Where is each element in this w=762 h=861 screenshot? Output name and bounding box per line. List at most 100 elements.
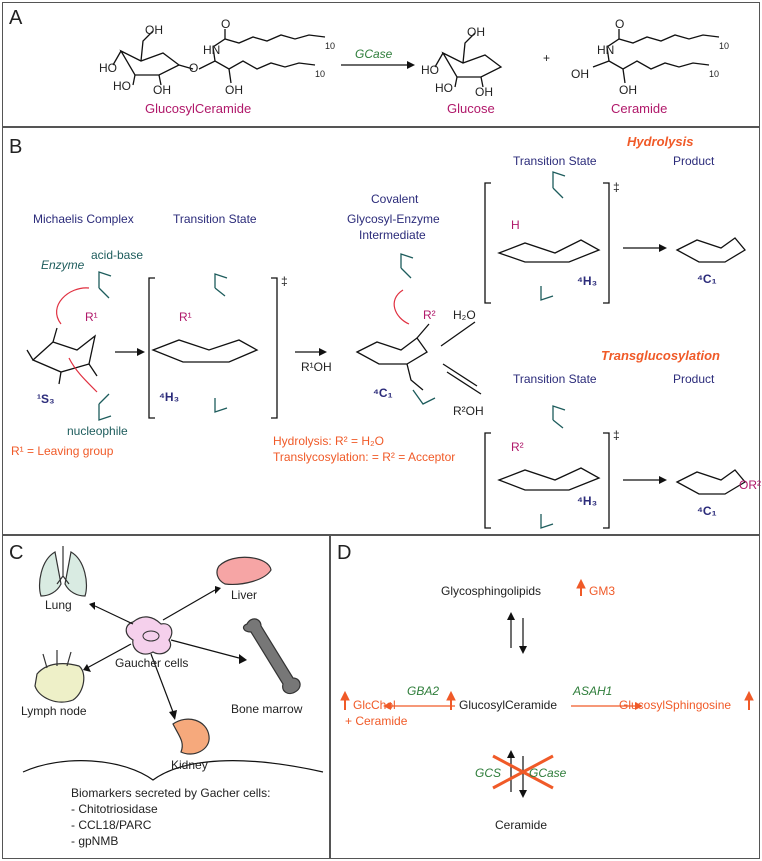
atom-o: O [615,17,625,31]
r1oh-label: R¹OH [301,360,332,374]
atom-oh: OH [145,23,163,37]
h3-label-transg: ⁴H₃ [577,494,598,508]
transly-eq-label: Translycosylation: = R² = Acceptor [273,450,456,464]
biomarker-item: - CCL18/PARC [71,818,152,832]
panel-a-label: A [9,7,23,29]
hydrolysis-eq-label: Hydrolysis: R² = H₂O [273,434,385,448]
ts-dagger-left: ‡ [281,274,288,288]
panel-a: A OH HO HO OH O HN O OH 10 10 Glucosyl [2,2,760,127]
c1-label-transg: ⁴C₁ [697,504,717,518]
atom-hn: HN [203,43,221,57]
hydrolysis-h-label: H [511,218,520,232]
h3-label-hydrolysis: ⁴H₃ [577,274,598,288]
panel-a-structures [112,29,720,88]
s3-label: ¹S₃ [37,392,55,406]
substrate-label: GlucosylCeramide [145,101,252,116]
plus-ceramide-label: + Ceramide [345,714,408,728]
biomarker-item: - Chitotriosidase [71,802,158,816]
atom-ho: HO [421,63,439,77]
asah1-label: ASAH1 [573,684,613,698]
lung-label: Lung [45,598,72,612]
subscript-10: 10 [709,69,720,79]
leaving-group-label: R¹ = Leaving group [11,444,114,458]
glucosylsphingosine-label: GlucosylSphingosine [619,698,732,712]
nucleophile-label: nucleophile [67,424,128,438]
atom-ho: HO [113,79,131,93]
panel-c-label: C [9,542,24,564]
or2-label: OR² [739,478,761,492]
product-label-transg: Product [673,372,715,386]
enzyme-label: GCase [355,47,393,61]
covalent-label-2: Glycosyl-Enzyme [347,212,440,226]
gaucher-label: Gaucher cells [115,656,189,670]
lung-icon [64,551,88,597]
lymph-node-icon [34,663,85,703]
biomarker-item: - gpNMB [71,834,119,848]
acid-base-label: acid-base [91,248,144,262]
product-label-hydrolysis: Product [673,154,715,168]
covalent-label-1: Covalent [371,192,419,206]
h2o-label: H₂O [453,308,476,322]
subscript-10: 10 [315,69,326,79]
c1-label-hydrolysis: ⁴C₁ [697,272,717,286]
panel-b-structures [26,171,746,529]
lung-icon [38,551,62,597]
panel-d: D Glycosphingolipids GM3 [330,535,760,859]
bone-icon [242,618,301,695]
h3-label-left: ⁴H₃ [159,390,180,404]
kidney-icon [172,718,210,755]
michaelis-label: Michaelis Complex [33,212,134,226]
atom-ho: HO [99,61,117,75]
atom-oh: OH [619,83,637,97]
panel-d-label: D [337,542,352,564]
liver-icon [216,556,272,585]
r2oh-label: R²OH [453,404,484,418]
subscript-10: 10 [325,41,336,51]
panel-d-pathway [340,578,754,798]
atom-oh: OH [475,85,493,99]
ts-label-hydrolysis: Transition State [513,154,597,168]
atom-oh: OH [153,83,171,97]
ts-dagger-hydrolysis: ‡ [613,180,620,194]
panel-b: B [2,127,761,535]
hydrolysis-title: Hydrolysis [627,134,694,149]
atom-oh: OH [467,25,485,39]
transg-r2-label: R² [511,440,524,454]
ts-r1-label: R¹ [179,310,192,324]
subscript-10: 10 [719,41,730,51]
intermediate-r2-label: R² [423,308,436,322]
gcase-label: GCase [529,766,567,780]
atom-o: O [189,61,199,75]
gba2-label: GBA2 [407,684,440,698]
liver-label: Liver [231,588,258,602]
panel-c-organs [22,546,324,781]
panel-c: C Lung Liver Gaucher cells [2,535,330,859]
lymph-label: Lymph node [21,704,87,718]
panel-b-label: B [9,136,23,158]
r1-label: R¹ [85,310,98,324]
bone-label: Bone marrow [231,702,303,716]
atom-oh: OH [225,83,243,97]
atom-oh: OH [571,67,589,81]
glucosylceramide-label: GlucosylCeramide [459,698,558,712]
enzyme-label: Enzyme [41,258,85,272]
covalent-label-3: Intermediate [359,228,426,242]
ceramide-label: Ceramide [495,818,548,832]
glcchol-label: GlcChol [353,698,396,712]
transg-title: Transglucosylation [601,348,720,363]
gm3-label: GM3 [589,584,616,598]
product1-label: Glucose [447,101,495,116]
c1-label-middle: ⁴C₁ [373,386,393,400]
ts-label-left: Transition State [173,212,257,226]
biomarkers-title: Biomarkers secreted by Gacher cells: [71,786,271,800]
kidney-label: Kidney [171,758,208,772]
gcs-label: GCS [475,766,502,780]
atom-hn: HN [597,43,615,57]
product2-label: Ceramide [611,101,668,116]
ts-label-transg: Transition State [513,372,597,386]
atom-ho: HO [435,81,453,95]
glycosphingolipids-label: Glycosphingolipids [441,584,542,598]
atom-o: O [221,17,231,31]
ts-dagger-transg: ‡ [613,428,620,442]
plus-sign: + [543,51,551,65]
